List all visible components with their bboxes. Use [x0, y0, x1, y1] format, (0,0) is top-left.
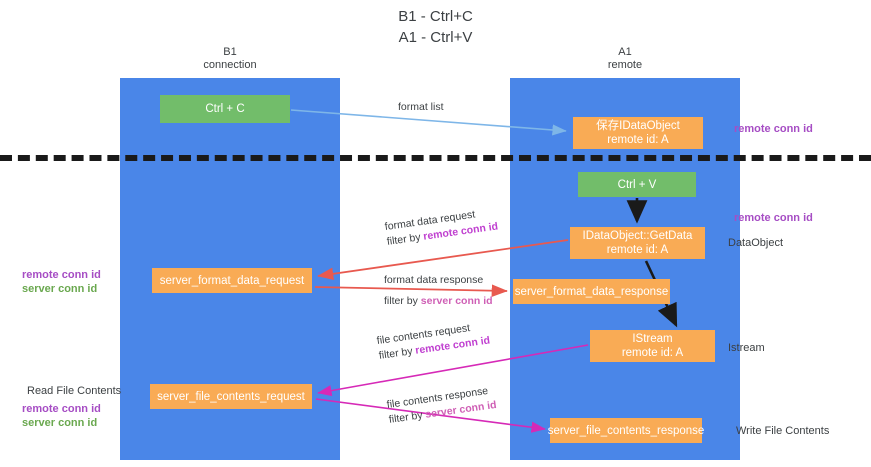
edge-label-fdresp-prefix: filter by — [384, 295, 421, 307]
node-ctrl-c[interactable]: Ctrl + C — [160, 95, 290, 123]
page-title: B1 - Ctrl+C A1 - Ctrl+V — [398, 8, 473, 46]
phase-separator — [0, 155, 871, 161]
node-server-file-contents-request[interactable]: server_file_contents_request — [150, 384, 312, 409]
node-server-format-data-request[interactable]: server_format_data_request — [152, 268, 312, 293]
node-istream[interactable]: IStream remote id: A — [590, 330, 715, 362]
edge-label-fdresp-line2: filter by server conn id — [384, 294, 493, 309]
label-server-conn-id-left-1: server conn id — [22, 283, 98, 295]
edge-label-fcresp-prefix: filter by — [388, 408, 427, 426]
label-istream: Istream — [728, 342, 765, 354]
label-remote-conn-id-top: remote conn id — [734, 123, 813, 135]
label-remote-conn-id-left-2: remote conn id — [22, 403, 101, 415]
edge-label-file-contents-response: file contents response filter by server … — [386, 383, 498, 428]
node-save-idataobject[interactable]: 保存IDataObject remote id: A — [573, 117, 703, 149]
edge-label-format-data-request: format data request filter by remote con… — [384, 205, 499, 250]
edge-label-file-contents-request: file contents request filter by remote c… — [376, 319, 491, 364]
edge-label-format-list: format list — [398, 100, 444, 115]
node-idataobject-getdata[interactable]: IDataObject::GetData remote id: A — [570, 227, 705, 259]
column-header-b1: B1 connection — [203, 46, 257, 71]
node-server-file-contents-response[interactable]: server_file_contents_response — [548, 418, 704, 443]
label-dataobject: DataObject — [728, 237, 784, 249]
column-header-a1: A1 remote — [607, 46, 643, 71]
label-server-conn-id-left-2: server conn id — [22, 417, 98, 429]
label-left-conn-ids-file: remote conn id server conn id — [22, 402, 101, 430]
edge-label-fdresp-line1: format data response — [384, 274, 484, 286]
edge-label-fdreq-prefix: filter by — [386, 230, 425, 248]
edge-label-fcreq-prefix: filter by — [378, 344, 417, 362]
node-ctrl-v[interactable]: Ctrl + V — [578, 172, 696, 197]
label-left-conn-ids-format: remote conn id server conn id — [22, 268, 101, 296]
label-remote-conn-id-mid: remote conn id — [734, 212, 813, 224]
label-remote-conn-id-left-1: remote conn id — [22, 269, 101, 281]
edge-label-format-list-line1: format list — [398, 101, 444, 113]
label-read-file-contents: Read File Contents — [27, 385, 122, 397]
edge-label-fdresp-key: server conn id — [420, 295, 493, 307]
label-write-file-contents: Write File Contents — [736, 425, 830, 437]
node-server-format-data-response[interactable]: server_format_data_response — [513, 279, 670, 304]
edge-label-format-data-response: format data response filter by server co… — [384, 273, 493, 309]
